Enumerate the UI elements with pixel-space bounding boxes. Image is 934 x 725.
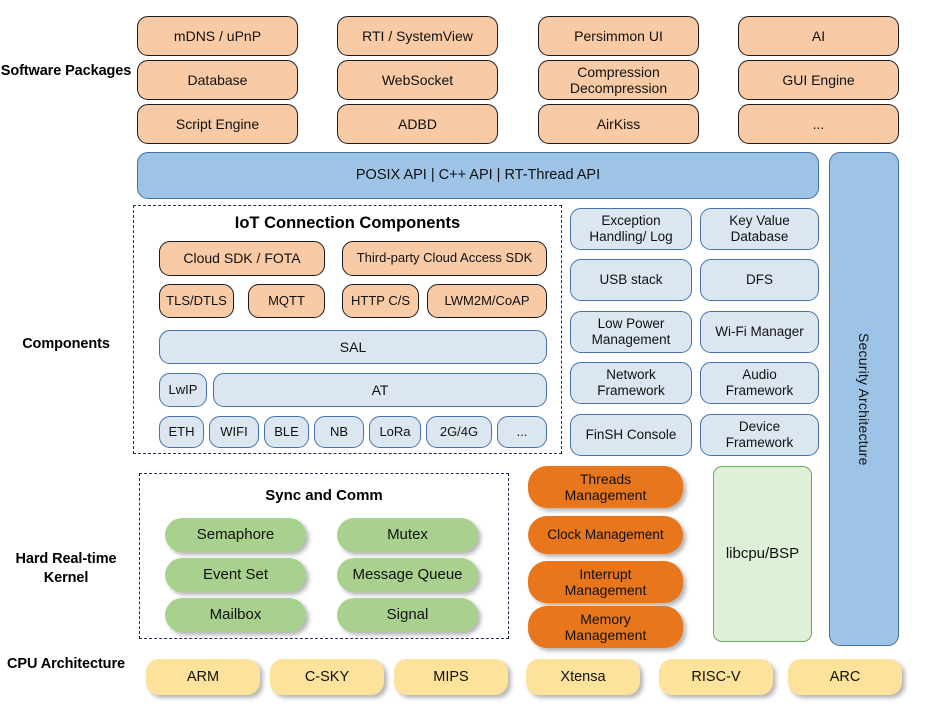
component-device-framework[interactable]: Device Framework	[700, 414, 819, 456]
package-rti-systemview[interactable]: RTI / SystemView	[337, 16, 498, 56]
kernel-event-set[interactable]: Event Set	[165, 558, 306, 592]
package-more[interactable]: ...	[738, 104, 899, 144]
iot-cloud-sdk-fota[interactable]: Cloud SDK / FOTA	[159, 241, 325, 276]
component-dfs[interactable]: DFS	[700, 259, 819, 301]
iot-link-more[interactable]: ...	[497, 416, 547, 448]
iot-http-cs[interactable]: HTTP C/S	[342, 284, 419, 318]
iot-link-eth[interactable]: ETH	[159, 416, 204, 448]
cpu-risc-v[interactable]: RISC-V	[659, 659, 773, 695]
kernel-interrupt-management[interactable]: Interrupt Management	[528, 561, 683, 603]
kernel-message-queue[interactable]: Message Queue	[337, 558, 478, 592]
package-mdns-upnp[interactable]: mDNS / uPnP	[137, 16, 298, 56]
package-airkiss[interactable]: AirKiss	[538, 104, 699, 144]
iot-connection-components-title: IoT Connection Components	[234, 214, 461, 232]
iot-at[interactable]: AT	[213, 373, 547, 407]
iot-link-nb[interactable]: NB	[314, 416, 364, 448]
security-architecture-label: Security Architecture	[856, 332, 873, 466]
component-exception-handling-log[interactable]: Exception Handling/ Log	[570, 208, 692, 250]
cpu-mips[interactable]: MIPS	[394, 659, 508, 695]
package-compression-decompression[interactable]: Compression Decompression	[538, 60, 699, 100]
package-database[interactable]: Database	[137, 60, 298, 100]
sync-and-comm-title: Sync and Comm	[265, 487, 383, 504]
cpu-xtensa[interactable]: Xtensa	[526, 659, 640, 695]
cpu-arc[interactable]: ARC	[788, 659, 902, 695]
package-websocket[interactable]: WebSocket	[337, 60, 498, 100]
component-usb-stack[interactable]: USB stack	[570, 259, 692, 301]
kernel-memory-management[interactable]: Memory Management	[528, 606, 683, 648]
package-script-engine[interactable]: Script Engine	[137, 104, 298, 144]
package-ai[interactable]: AI	[738, 16, 899, 56]
kernel-mutex[interactable]: Mutex	[337, 518, 478, 552]
security-architecture-bar[interactable]: Security Architecture	[829, 152, 899, 646]
iot-link-wifi[interactable]: WIFI	[209, 416, 259, 448]
libcpu-bsp[interactable]: libcpu/BSP	[713, 466, 812, 642]
iot-lwm2m-coap[interactable]: LWM2M/CoAP	[427, 284, 547, 318]
iot-third-party-cloud-access-sdk[interactable]: Third-party Cloud Access SDK	[342, 241, 547, 276]
iot-link-lora[interactable]: LoRa	[369, 416, 421, 448]
iot-sal[interactable]: SAL	[159, 330, 547, 364]
sync-and-comm-group	[139, 473, 509, 639]
row-label-cpu-architecture: CPU Architecture	[7, 656, 125, 672]
iot-link-ble[interactable]: BLE	[264, 416, 309, 448]
cpu-c-sky[interactable]: C-SKY	[270, 659, 384, 695]
iot-lwip[interactable]: LwIP	[159, 373, 207, 407]
iot-connection-components-group	[133, 205, 562, 454]
package-adbd[interactable]: ADBD	[337, 104, 498, 144]
kernel-signal[interactable]: Signal	[337, 598, 478, 632]
iot-link-2g-4g[interactable]: 2G/4G	[426, 416, 492, 448]
iot-mqtt[interactable]: MQTT	[248, 284, 325, 318]
component-low-power-management[interactable]: Low Power Management	[570, 311, 692, 353]
kernel-mailbox[interactable]: Mailbox	[165, 598, 306, 632]
row-label-kernel: Hard Real-time Kernel	[15, 551, 117, 587]
cpu-arm[interactable]: ARM	[146, 659, 260, 695]
kernel-threads-management[interactable]: Threads Management	[528, 466, 683, 508]
package-persimmon-ui[interactable]: Persimmon UI	[538, 16, 699, 56]
api-bar[interactable]: POSIX API | C++ API | RT-Thread API	[137, 152, 819, 199]
package-gui-engine[interactable]: GUI Engine	[738, 60, 899, 100]
iot-tls-dtls[interactable]: TLS/DTLS	[159, 284, 234, 318]
kernel-clock-management[interactable]: Clock Management	[528, 516, 683, 554]
row-label-software-packages: Software Packages	[0, 63, 132, 79]
component-finsh-console[interactable]: FinSH Console	[570, 414, 692, 456]
component-audio-framework[interactable]: Audio Framework	[700, 362, 819, 404]
component-wifi-manager[interactable]: Wi-Fi Manager	[700, 311, 819, 353]
row-label-components: Components	[22, 336, 110, 352]
component-key-value-database[interactable]: Key Value Database	[700, 208, 819, 250]
component-network-framework[interactable]: Network Framework	[570, 362, 692, 404]
kernel-semaphore[interactable]: Semaphore	[165, 518, 306, 552]
